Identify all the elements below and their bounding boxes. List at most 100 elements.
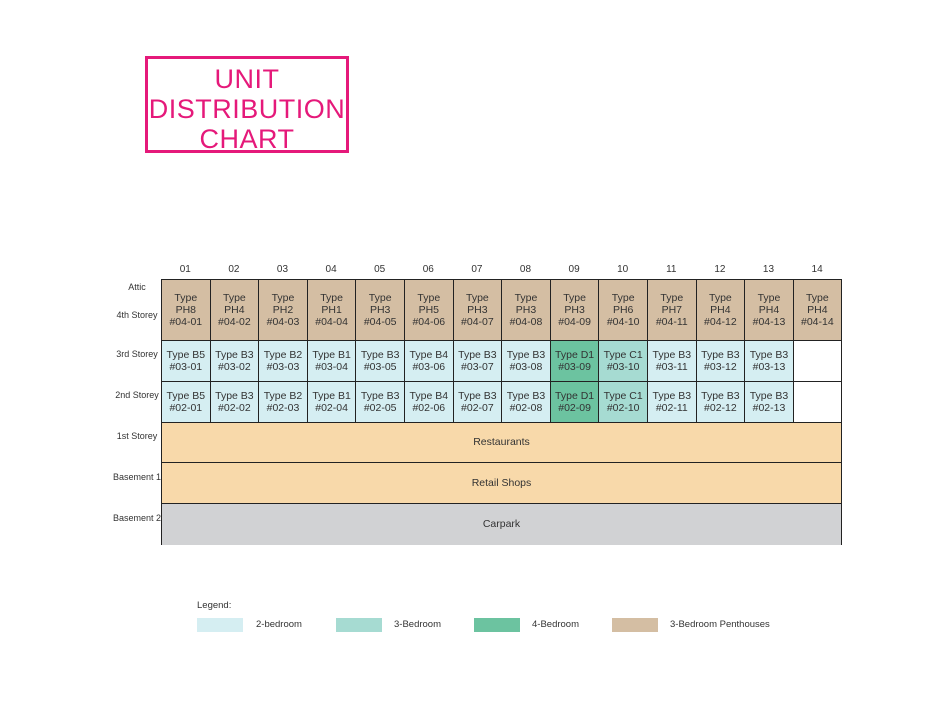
unit-subtype: PH4 [807, 304, 828, 316]
unit-cell: Type B2#03-03 [259, 341, 308, 382]
unit-number: #02-11 [655, 402, 688, 414]
unit-cell: Type C1#02-10 [599, 382, 648, 423]
unit-cell: Type B1#03-04 [307, 341, 357, 382]
band-carpark: Carpark [162, 503, 841, 545]
unit-number: #04-06 [412, 316, 446, 328]
column-number: 04 [325, 264, 337, 275]
unit-number: #02-13 [752, 402, 786, 414]
unit-number: #02-10 [606, 402, 640, 414]
unit-subtype: PH4 [710, 304, 731, 316]
unit-type: Type B4 [409, 390, 449, 402]
unit-type: Type B4 [409, 349, 449, 361]
unit-cell: Type B4#02-06 [405, 382, 454, 423]
unit-cell: Type B3#03-05 [356, 341, 405, 382]
unit-subtype: PH6 [612, 304, 634, 316]
unit-type: Type B3 [701, 349, 740, 361]
unit-subtype: PH3 [467, 304, 488, 316]
unit-number: #04-07 [461, 316, 494, 328]
column-number: 06 [422, 264, 434, 275]
unit-type: Type [466, 292, 489, 304]
legend-label: 3-Bedroom [394, 619, 441, 630]
unit-type: Type [660, 292, 684, 304]
unit-number: #04-12 [704, 316, 737, 328]
unit-type: Type [174, 292, 198, 304]
unit-type: Type B3 [360, 390, 400, 402]
unit-number: #03-10 [606, 361, 640, 373]
unit-type: Type B3 [458, 390, 497, 402]
band-retail-shops: Retail Shops [162, 462, 841, 504]
band-restaurants: Restaurants [162, 421, 841, 463]
unit-number: #02-04 [315, 402, 348, 414]
unit-cell: Type B3#02-12 [696, 382, 746, 423]
unit-cell: Type B3#02-07 [453, 382, 503, 423]
column-number: 08 [519, 264, 532, 275]
unit-type: Type [417, 292, 441, 304]
unit-cell: Type B3#03-08 [502, 341, 551, 382]
legend-label: 4-Bedroom [532, 619, 579, 630]
column-number: 11 [666, 264, 677, 275]
unit-number: #03-08 [509, 361, 543, 373]
unit-number: #03-06 [412, 361, 446, 373]
column-number: 14 [811, 264, 823, 275]
unit-number: #02-05 [363, 402, 397, 414]
legend-label: 2-bedroom [256, 619, 302, 630]
empty-cell [793, 341, 841, 382]
unit-type: Type B1 [312, 349, 351, 361]
unit-subtype: PH7 [661, 304, 683, 316]
unit-number: #02-12 [704, 402, 737, 414]
unit-cell: Type B3#03-12 [696, 341, 746, 382]
legend-swatch [474, 618, 520, 632]
unit-type: Type D1 [555, 349, 595, 361]
unit-number: #04-08 [509, 316, 543, 328]
unit-number: #04-11 [655, 316, 688, 328]
unit-type: Type [514, 292, 538, 304]
column-number: 05 [374, 264, 386, 275]
unit-type: Type [709, 292, 732, 304]
unit-type: Type B3 [215, 390, 254, 402]
unit-number: #04-10 [606, 316, 640, 328]
unit-number: #02-02 [218, 402, 251, 414]
unit-type: Type D1 [555, 390, 595, 402]
unit-type: Type B2 [263, 390, 303, 402]
unit-type: Type [223, 292, 246, 304]
unit-type: Type B3 [458, 349, 497, 361]
unit-cell: Type D1#03-09 [550, 341, 600, 382]
unit-cell: Type C1#03-10 [599, 341, 648, 382]
unit-number: #04-14 [800, 316, 834, 328]
unit-cell: Type B5#03-01 [162, 341, 211, 382]
unit-type: Type C1 [603, 390, 643, 402]
unit-number: #04-04 [315, 316, 348, 328]
unit-cell: Type B5#02-01 [162, 382, 211, 423]
unit-subtype: PH3 [369, 304, 391, 316]
unit-cell: Type B1#02-04 [307, 382, 357, 423]
unit-subtype: PH1 [321, 304, 342, 316]
unit-type: Type B3 [215, 349, 254, 361]
unit-subtype: PH3 [564, 304, 585, 316]
unit-subtype: PH4 [758, 304, 780, 316]
unit-subtype: PH3 [515, 304, 537, 316]
column-number: 09 [568, 264, 580, 275]
unit-number: #03-11 [655, 361, 688, 373]
column-number: 13 [762, 264, 775, 275]
row-label-1st: 1st Storey [116, 431, 158, 441]
unit-subtype: PH4 [224, 304, 245, 316]
unit-type: Type B2 [263, 349, 303, 361]
unit-type: Type B3 [749, 349, 789, 361]
unit-number: #04-02 [218, 316, 251, 328]
unit-type: Type [757, 292, 781, 304]
unit-number: #02-01 [169, 402, 203, 414]
unit-cell: Type B4#03-06 [405, 341, 454, 382]
unit-cell: Type B3#02-05 [356, 382, 405, 423]
unit-number: #03-09 [558, 361, 591, 373]
legend-title: Legend: [197, 600, 232, 611]
unit-type: Type B3 [701, 390, 740, 402]
unit-subtype: PH8 [175, 304, 197, 316]
unit-number: #02-09 [558, 402, 591, 414]
column-number: 12 [714, 264, 726, 275]
